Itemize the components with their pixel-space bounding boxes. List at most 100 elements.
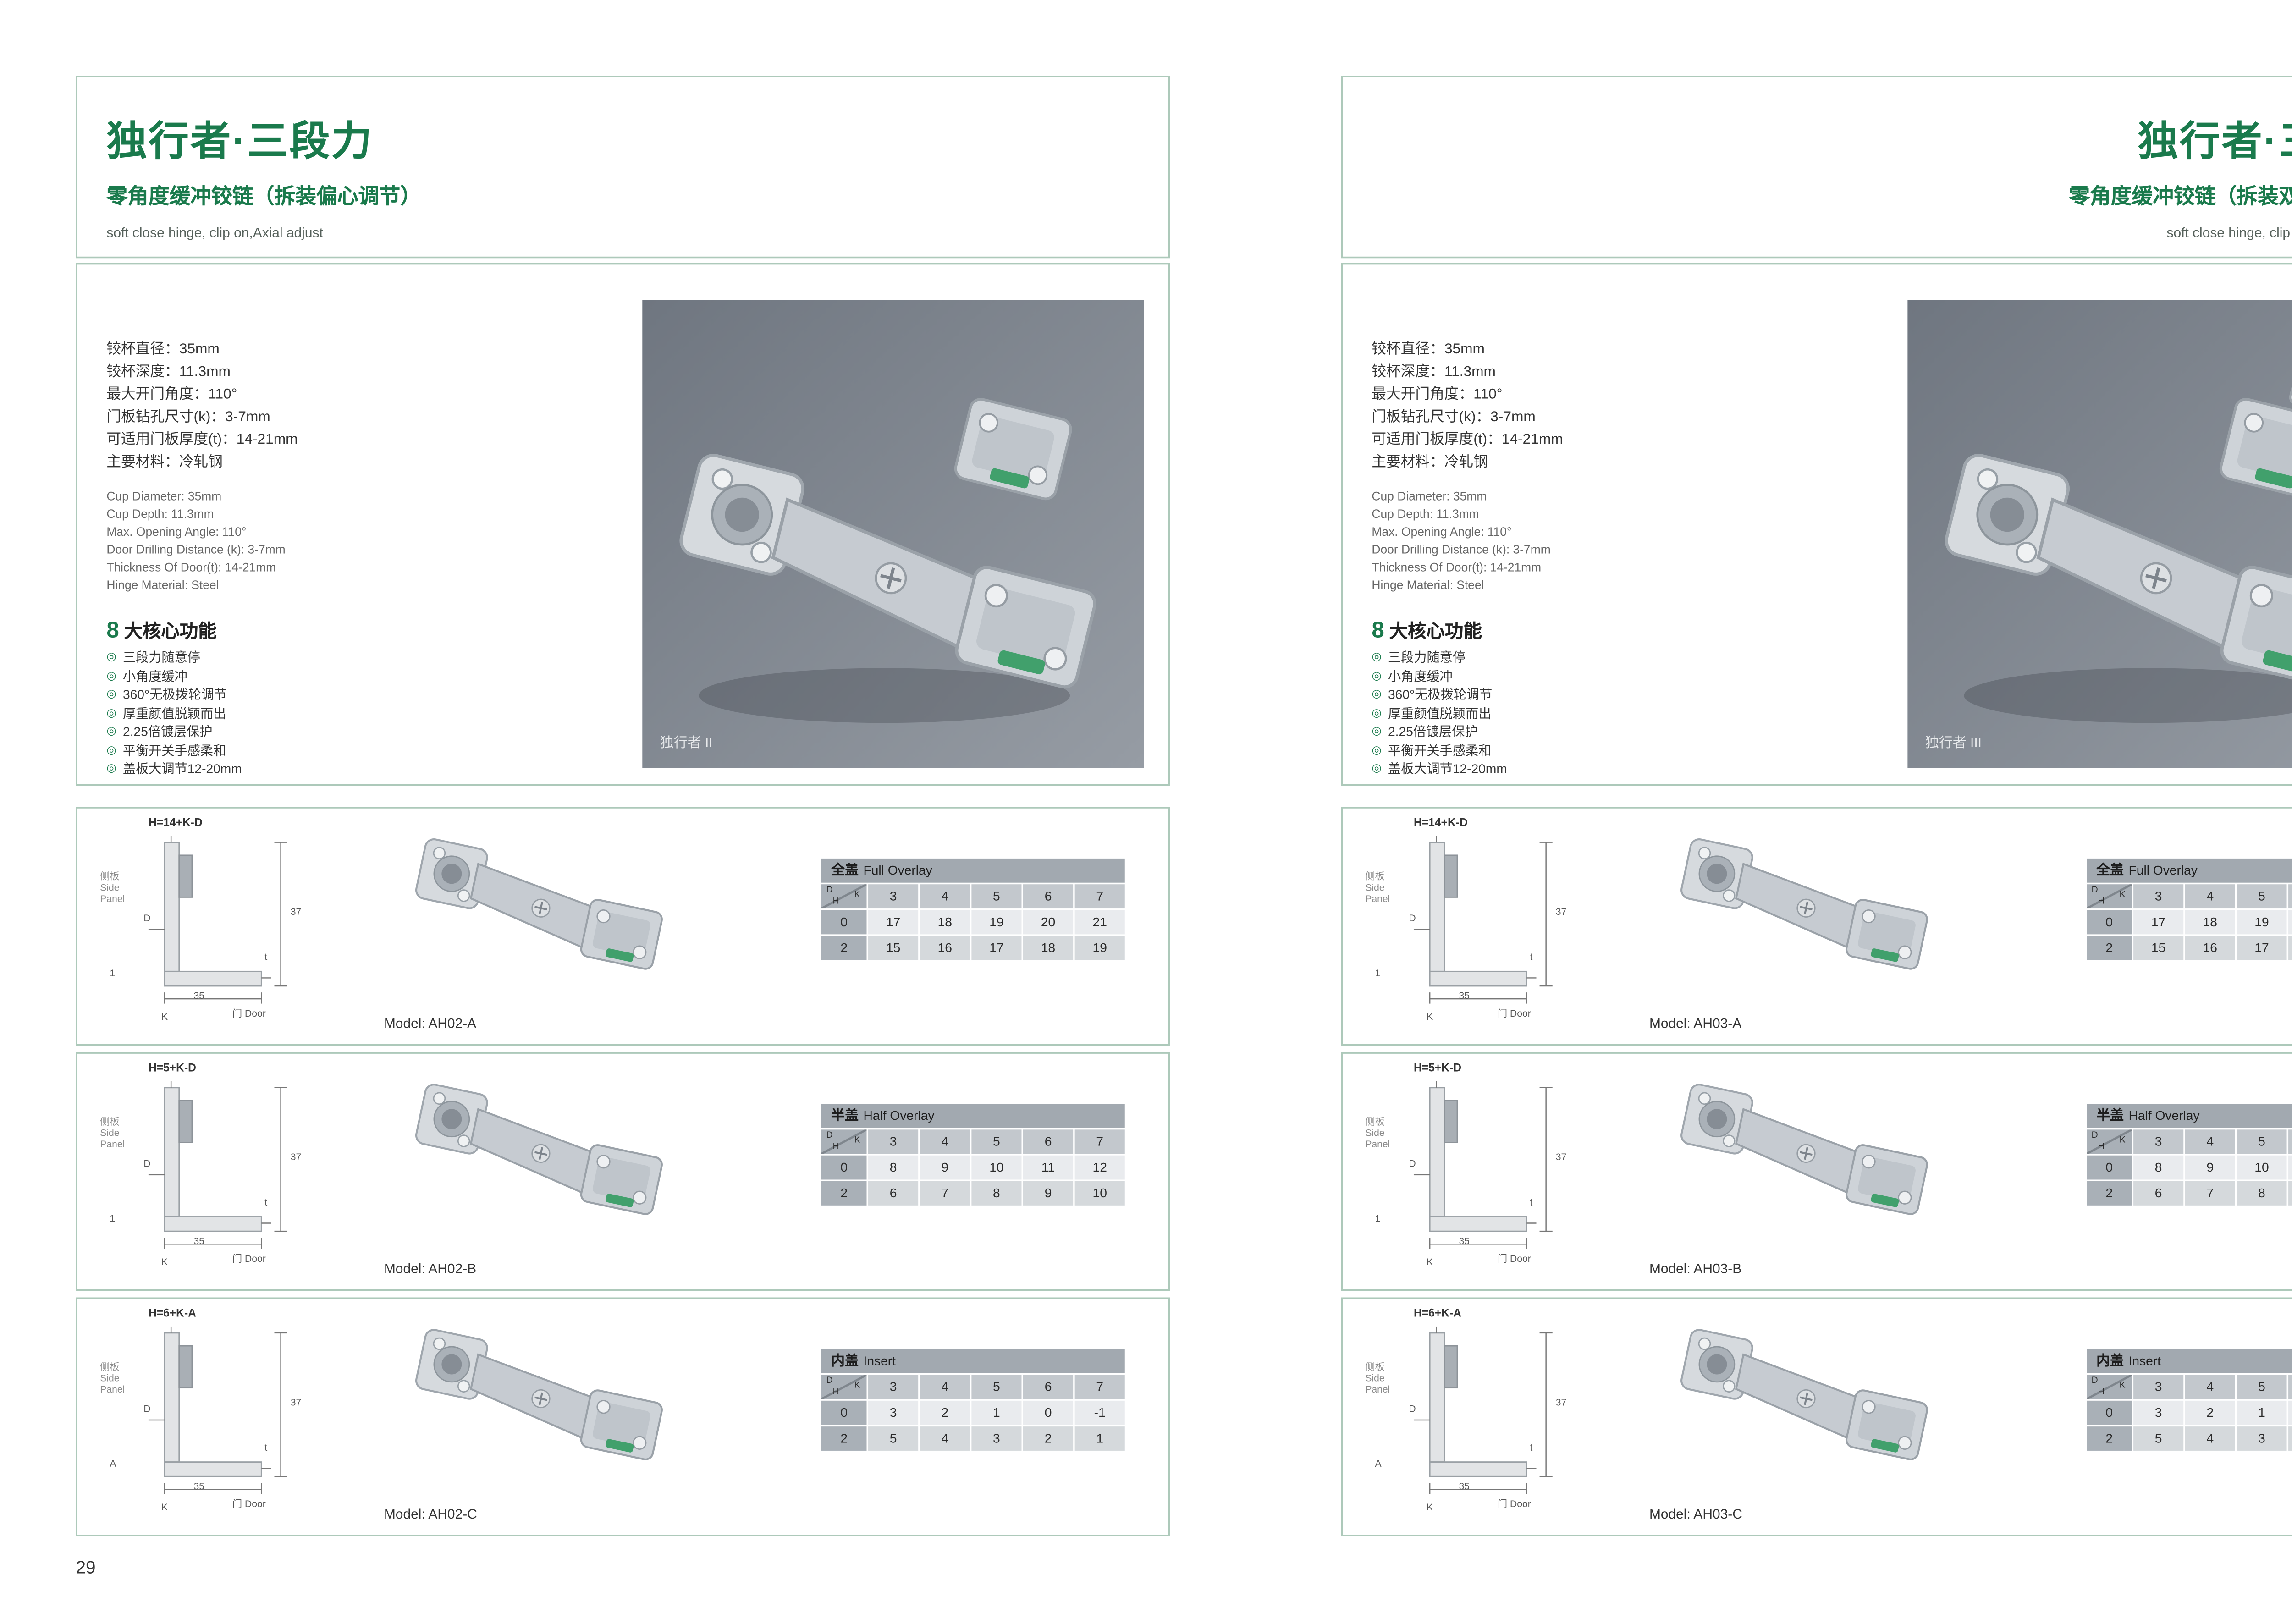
corner-k: K — [2119, 1136, 2126, 1146]
row-header: 2 — [2087, 1426, 2132, 1451]
dim-35-label: 35 — [193, 1238, 205, 1248]
feature-item: ◎ 平衡开关手感柔和 — [106, 742, 242, 760]
table-title: 半盖 Half Overlay — [821, 1104, 1125, 1128]
feature-bullet-icon: ◎ — [106, 707, 116, 719]
table-title-cn: 内盖 — [2096, 1352, 2124, 1369]
value-cell: 9 — [920, 1155, 970, 1180]
value-cell: 19 — [2237, 910, 2287, 935]
spec-line: 门板钻孔尺寸(k)：3-7mm — [1372, 408, 1536, 424]
feature-label: 360°无极拨轮调节 — [1388, 687, 1493, 702]
value-cell: 2 — [2288, 1426, 2292, 1451]
dim-37-label: 37 — [1555, 1399, 1567, 1409]
col-header: 4 — [2185, 1129, 2235, 1154]
feature-bullet-icon: ◎ — [106, 689, 116, 700]
product-row: H=14+K-D 侧板 Side Panel 37 D 35 门 Door K … — [76, 807, 1170, 1046]
letter-k: K — [161, 1504, 168, 1514]
hinge-photo — [1646, 1305, 2033, 1489]
value-cell: 4 — [920, 1426, 970, 1451]
letter-t: t — [264, 953, 268, 963]
col-header: 6 — [1023, 1129, 1074, 1154]
features-list: ◎ 三段力随意停 ◎ 小角度缓冲 ◎ 360°无极拨轮调节 ◎ 厚重颜值脱颖而出… — [106, 649, 242, 778]
corner-d: D — [826, 1376, 833, 1387]
corner-h: H — [832, 1387, 839, 1398]
feature-label: 盖板大调节12-20mm — [1388, 761, 1507, 776]
diagram-drawing — [148, 1326, 288, 1494]
feature-label: 厚重颜值脱颖而出 — [122, 706, 226, 721]
col-header: 5 — [971, 1129, 1022, 1154]
feature-bullet-icon: ◎ — [1372, 670, 1382, 682]
value-cell: 17 — [971, 936, 1022, 960]
col-header: 5 — [2237, 884, 2287, 909]
letter-k: K — [1427, 1258, 1433, 1269]
feature-item: ◎ 盖板大调节12-20mm — [1372, 760, 1507, 778]
spec-line: 门板钻孔尺寸(k)：3-7mm — [106, 408, 270, 424]
table-title-cn: 全盖 — [831, 861, 859, 878]
value-cell: 12 — [1074, 1155, 1125, 1180]
feature-bullet-icon: ◎ — [1372, 763, 1382, 775]
corner-k: K — [854, 891, 860, 901]
col-header: 6 — [1023, 1375, 1074, 1399]
model-label: Model: AH03-A — [1649, 1015, 1742, 1031]
dim-37-label: 37 — [290, 908, 302, 919]
feature-item: ◎ 厚重颜值脱颖而出 — [1372, 705, 1507, 723]
table-corner-cell: D H K — [2087, 1129, 2132, 1154]
features-count: 8 — [106, 616, 119, 643]
features-list: ◎ 三段力随意停 ◎ 小角度缓冲 ◎ 360°无极拨轮调节 ◎ 厚重颜值脱颖而出… — [1372, 649, 1507, 778]
value-cell: 5 — [2133, 1426, 2184, 1451]
row-header: 0 — [2087, 1400, 2132, 1425]
table-title-cn: 半盖 — [831, 1107, 859, 1123]
value-cell: 11 — [1023, 1155, 1074, 1180]
value-cell: 0 — [1023, 1400, 1074, 1425]
value-cell: 7 — [2185, 1181, 2235, 1206]
letter-k: K — [161, 1258, 168, 1269]
diagram-formula: H=14+K-D — [1413, 818, 1468, 830]
value-cell: 18 — [2288, 936, 2292, 960]
value-cell: 17 — [2133, 910, 2184, 935]
value-cell: 19 — [1074, 936, 1125, 960]
feature-label: 三段力随意停 — [1388, 650, 1466, 665]
corner-h: H — [832, 1142, 839, 1152]
letter-t: t — [1530, 1444, 1533, 1454]
letter-t: t — [1530, 953, 1533, 963]
table-title-en: Half Overlay — [863, 1108, 935, 1123]
spec-line: 主要材料：冷轧钢 — [106, 453, 223, 470]
table-corner-cell: D H K — [2087, 1375, 2132, 1399]
value-cell: 9 — [1023, 1181, 1074, 1206]
diagram-formula: H=5+K-D — [148, 1063, 197, 1075]
features-title: 大核心功能 — [1389, 622, 1482, 643]
page-header: 独行者·三段力 零角度缓冲铰链（拆装偏心调节） soft close hinge… — [76, 76, 1170, 259]
table-title-cn: 内盖 — [831, 1352, 859, 1369]
col-header: 7 — [1074, 884, 1125, 909]
model-label: Model: AH02-A — [384, 1015, 477, 1031]
feature-item: ◎ 2.25倍镀层保护 — [1372, 723, 1507, 741]
feature-item: ◎ 360°无极拨轮调节 — [1372, 686, 1507, 704]
letter-extra: 1 — [110, 1215, 116, 1225]
spec-line: Door Drilling Distance (k): 3-7mm — [1372, 542, 1551, 557]
value-cell: 10 — [2237, 1155, 2287, 1180]
col-header: 7 — [1074, 1375, 1125, 1399]
value-cell: 18 — [2185, 910, 2235, 935]
col-header: 7 — [1074, 1129, 1125, 1154]
value-cell: 3 — [2133, 1400, 2184, 1425]
table-title-en: Full Overlay — [2128, 863, 2198, 878]
side-panel-label: 侧板 Side Panel — [100, 1363, 125, 1396]
col-header: 5 — [971, 1375, 1022, 1399]
diagram-drawing — [148, 1081, 288, 1249]
page-subtitle: 零角度缓冲铰链（拆装双偏心调节） — [2069, 184, 2292, 209]
feature-item: ◎ 厚重颜值脱颖而出 — [106, 705, 242, 723]
row-header: 2 — [2087, 936, 2132, 960]
col-header: 4 — [2185, 884, 2235, 909]
feature-label: 小角度缓冲 — [122, 669, 187, 683]
feature-label: 平衡开关手感柔和 — [1388, 743, 1492, 758]
feature-bullet-icon: ◎ — [1372, 744, 1382, 756]
feature-bullet-icon: ◎ — [1372, 707, 1382, 719]
